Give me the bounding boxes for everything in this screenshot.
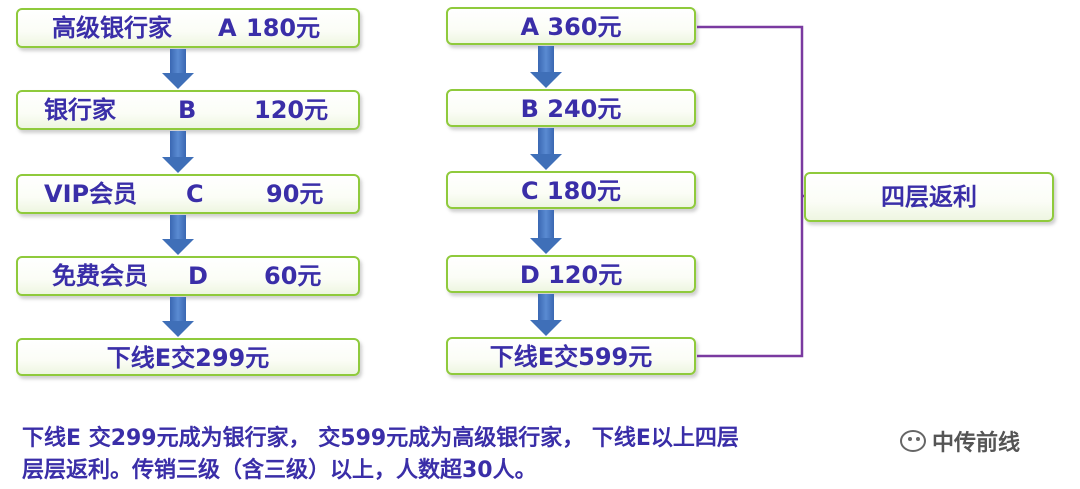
left-box-d-label: 免费会员 xyxy=(52,262,148,290)
down-arrow xyxy=(162,297,194,337)
left-box-e: 下线E交299元 xyxy=(16,338,360,376)
left-box-b-code: B xyxy=(178,96,197,124)
down-arrow xyxy=(162,131,194,173)
left-box-b-label: 银行家 xyxy=(44,96,116,124)
down-arrow xyxy=(530,128,562,170)
left-box-d-amount: 60元 xyxy=(264,262,322,290)
left-box-b-amount: 120元 xyxy=(254,96,329,124)
left-box-c-code: C xyxy=(186,180,204,208)
right-box-d: D 120元 xyxy=(446,255,696,293)
watermark: 中传前线 xyxy=(900,421,1070,461)
right-box-b-text: B 240元 xyxy=(520,95,622,123)
left-box-c-label: VIP会员 xyxy=(44,180,138,208)
right-box-e: 下线E交599元 xyxy=(446,337,696,375)
left-box-d-code: D xyxy=(188,262,208,290)
side-box-text: 四层返利 xyxy=(881,183,977,211)
left-box-c: VIP会员 C 90元 xyxy=(16,174,360,214)
down-arrow xyxy=(162,49,194,89)
down-arrow xyxy=(530,46,562,88)
right-box-a-text: A 360元 xyxy=(520,13,622,41)
wechat-icon xyxy=(900,430,926,452)
note-line-2: 层层返利。传销三级（含三级）以上，人数超30人。 xyxy=(22,458,537,483)
left-box-b: 银行家 B 120元 xyxy=(16,90,360,130)
note-line-1: 下线E 交299元成为银行家， 交599元成为高级银行家， 下线E以上四层 xyxy=(22,426,739,451)
watermark-text: 中传前线 xyxy=(932,431,1021,456)
right-box-c-text: C 180元 xyxy=(520,177,622,205)
down-arrow xyxy=(162,215,194,255)
right-box-d-text: D 120元 xyxy=(519,261,623,289)
left-box-a-label: 高级银行家 xyxy=(52,14,172,42)
left-box-d: 免费会员 D 60元 xyxy=(16,256,360,296)
left-box-a-code: A xyxy=(218,14,237,42)
left-box-c-amount: 90元 xyxy=(266,180,324,208)
right-box-e-text: 下线E交599元 xyxy=(489,343,653,371)
right-box-c: C 180元 xyxy=(446,171,696,209)
down-arrow xyxy=(530,210,562,254)
right-box-a: A 360元 xyxy=(446,7,696,45)
right-box-b: B 240元 xyxy=(446,89,696,127)
side-box-four-layer-rebate: 四层返利 xyxy=(804,172,1054,222)
left-box-a: 高级银行家 A 180元 xyxy=(16,8,360,48)
left-box-e-text: 下线E交299元 xyxy=(106,344,270,372)
left-box-a-amount: 180元 xyxy=(246,14,321,42)
down-arrow xyxy=(530,294,562,336)
